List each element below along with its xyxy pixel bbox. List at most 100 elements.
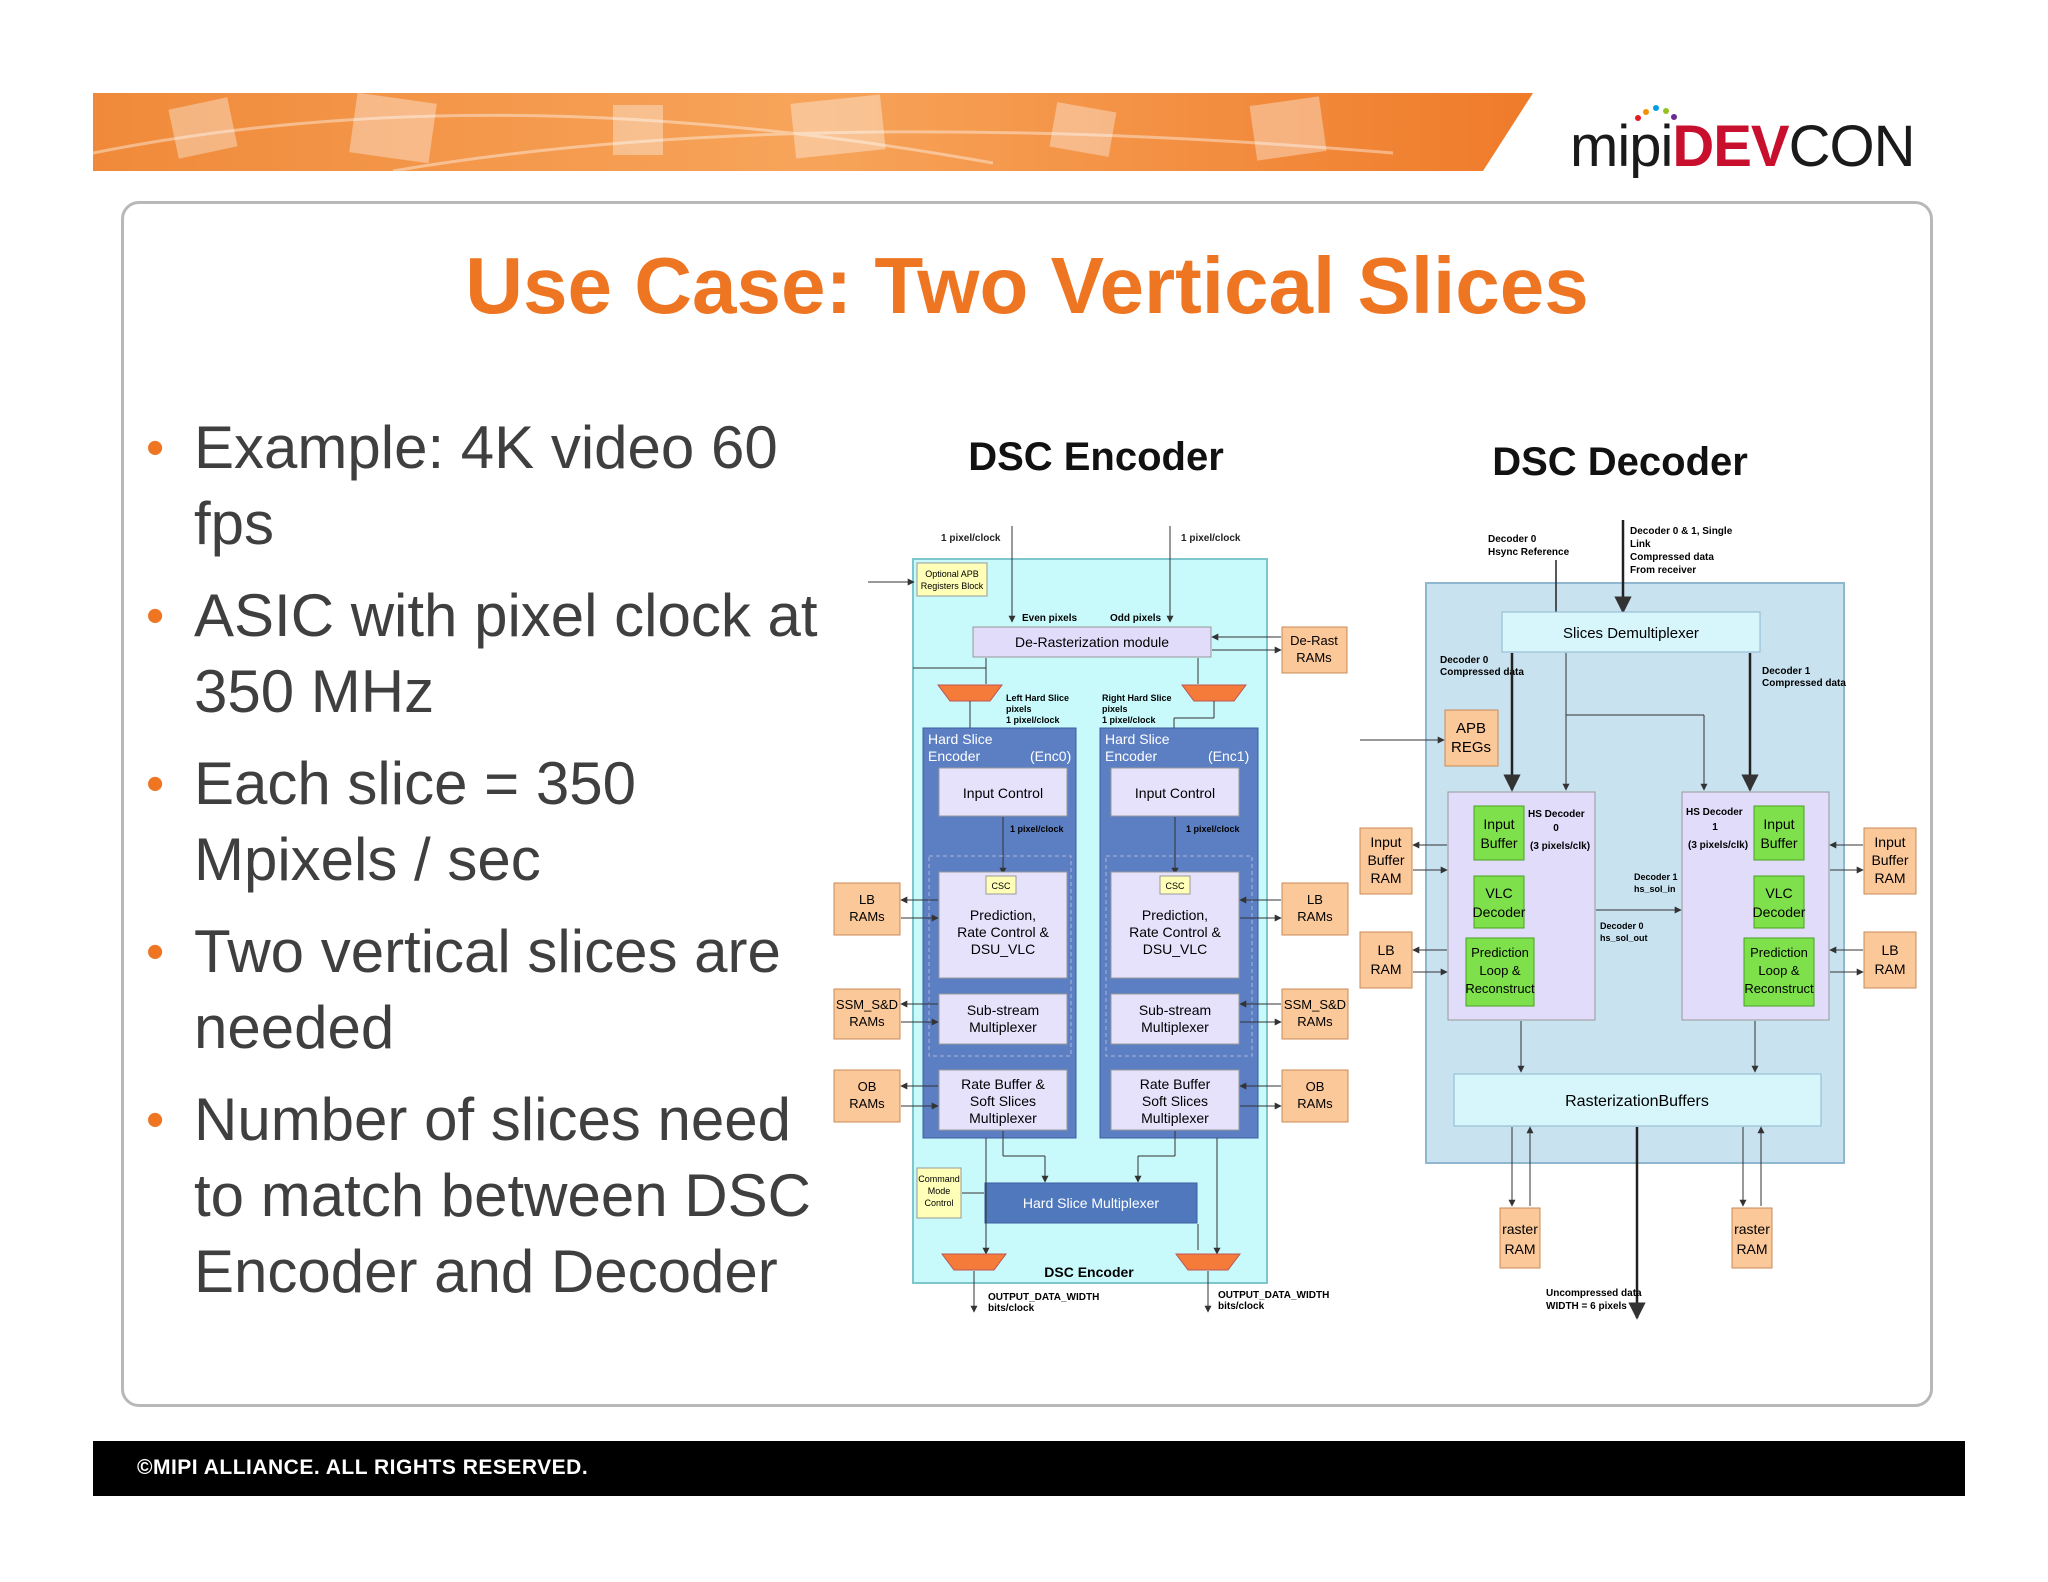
derast-rams-label-1: De-Rast [1290,633,1338,648]
dec1-pred-1: Prediction [1750,945,1808,960]
link-label-3: Compressed data [1630,552,1714,563]
enc0-title-2: Encoder [928,748,980,764]
right-slice-label-2: pixels [1102,704,1128,714]
out-right-1: OUTPUT_DATA_WIDTH [1218,1290,1329,1301]
enc0-csc: CSC [991,881,1011,891]
encoder-block: 1 pixel/clock 1 pixel/clock Optional APB… [833,526,1349,1314]
dec0-vlc-1: VLC [1485,885,1512,901]
enc0-title-1: Hard Slice [928,731,993,747]
enc1-substream-1: Sub-stream [1139,1002,1211,1018]
hs-mux-label: Hard Slice Multiplexer [1023,1195,1159,1211]
dec-apb-1: APB [1456,720,1486,737]
enc0-ratebuf-3: Multiplexer [969,1110,1037,1126]
left-slice-label-1: Left Hard Slice [1006,693,1069,703]
hs0-label-1: HS Decoder [1528,809,1585,820]
demux-label: Slices Demultiplexer [1563,625,1699,642]
left-slice-label-2: pixels [1006,704,1032,714]
logo-con: CON [1788,114,1916,179]
enc1-input-control: Input Control [1135,785,1215,801]
header-banner [93,93,1533,171]
sol-out-label-2: hs_sol_out [1600,933,1648,943]
enc1-substream-2: Multiplexer [1141,1019,1209,1035]
right-slice-label-3: 1 pixel/clock [1102,715,1157,725]
hsync-label-2: Hsync Reference [1488,547,1570,558]
decoder-block: Decoder 0 Hsync Reference Decoder 0 & 1,… [1359,520,1917,1320]
enc1-csc: CSC [1165,881,1185,891]
dec1-input-buffer-2: Buffer [1760,835,1797,851]
sol-out-label-1: Decoder 0 [1600,921,1644,931]
ssm-rams-left-1: SSM_S&D [836,997,898,1012]
enc1-pred-2: Rate Control & [1129,924,1221,940]
dec0-pred-3: Reconstruct [1465,981,1535,996]
dec1-pred-2: Loop & [1758,963,1800,978]
dec1-input-buffer-1: Input [1763,816,1794,832]
logo-dots-icon [1635,105,1677,121]
encoder-footer-label: DSC Encoder [1044,1264,1134,1280]
sol-in-label-2: hs_sol_in [1634,884,1676,894]
apb-label-1: Optional APB [925,569,979,579]
bullet-list: •Example: 4K video 60 fps •ASIC with pix… [142,410,832,1326]
dec-ibram-right-3: RAM [1874,870,1905,886]
raster-ram-right-2: RAM [1736,1241,1767,1257]
bullet-item: •ASIC with pixel clock at 350 MHz [142,578,832,730]
cmd-label-2: Mode [928,1186,951,1196]
enc0-substream-2: Multiplexer [969,1019,1037,1035]
hs1-label-1: HS Decoder [1686,807,1743,818]
dec1-vlc-1: VLC [1765,885,1792,901]
ssm-rams-left-2: RAMs [849,1014,885,1029]
dec-lbram-right-1: LB [1881,942,1898,958]
raster-ram-left-2: RAM [1504,1241,1535,1257]
out-left-1: OUTPUT_DATA_WIDTH [988,1292,1099,1303]
rast-label: RasterizationBuffers [1565,1093,1709,1110]
enc0-pred-1: Prediction, [970,907,1036,923]
comp0-label-2: Compressed data [1440,667,1524,678]
slide-title: Use Case: Two Vertical Slices [465,241,1589,330]
enc0-id: (Enc0) [1030,748,1071,764]
ssm-rams-right-2: RAMs [1297,1014,1333,1029]
bullet-icon: • [146,923,165,981]
cmd-label-3: Control [924,1198,953,1208]
bullet-item: •Number of slices need to match between … [142,1082,832,1310]
derast-module-label: De-Rasterization module [1015,634,1169,650]
enc0-substream-1: Sub-stream [967,1002,1039,1018]
enc1-ratebuf-1: Rate Buffer [1140,1076,1211,1092]
raster-ram-left-1: raster [1502,1221,1538,1237]
uncompressed-label-1: Uncompressed data [1546,1288,1642,1299]
enc0-ratebuf-2: Soft Slices [970,1093,1036,1109]
enc0-inner-clk: 1 pixel/clock [1010,824,1065,834]
footer-bar: ©MIPI ALLIANCE. ALL RIGHTS RESERVED. [93,1441,1965,1496]
lb-rams-right-2: RAMs [1297,909,1333,924]
ob-rams-right-2: RAMs [1297,1096,1333,1111]
enc1-title-2: Encoder [1105,748,1157,764]
hs0-label-3: (3 pixels/clk) [1530,841,1590,852]
hs0-label-2: 0 [1553,823,1559,834]
dec-ibram-right-2: Buffer [1871,852,1908,868]
out-right-2: bits/clock [1218,1301,1265,1312]
bullet-icon: • [146,419,165,477]
enc0-input-control: Input Control [963,785,1043,801]
bullet-item: •Two vertical slices are needed [142,914,832,1066]
dec-ibram-left-2: Buffer [1367,852,1404,868]
dec0-vlc-2: Decoder [1473,904,1526,920]
raster-ram-right-1: raster [1734,1221,1770,1237]
comp0-label-1: Decoder 0 [1440,655,1489,666]
dec0-pred-1: Prediction [1471,945,1529,960]
odd-pixels-label: Odd pixels [1110,613,1162,624]
uncompressed-label-2: WIDTH = 6 pixels [1546,1301,1627,1312]
decoder-heading: DSC Decoder [1492,440,1748,484]
ssm-rams-right-1: SSM_S&D [1284,997,1346,1012]
enc0-pred-3: DSU_VLC [971,941,1036,957]
dec0-pred-2: Loop & [1479,963,1521,978]
apb-label-2: Registers Block [921,581,984,591]
enc1-id: (Enc1) [1208,748,1249,764]
lb-rams-left-2: RAMs [849,909,885,924]
mipi-devcon-logo: mipiDEVCON [1570,112,1915,182]
ob-rams-right-1: OB [1306,1079,1325,1094]
enc1-title-1: Hard Slice [1105,731,1170,747]
cmd-label-1: Command [918,1174,960,1184]
enc0-ratebuf-1: Rate Buffer & [961,1076,1045,1092]
enc1-ratebuf-2: Soft Slices [1142,1093,1208,1109]
bullet-icon: • [146,587,165,645]
dec-ibram-left-1: Input [1370,834,1401,850]
